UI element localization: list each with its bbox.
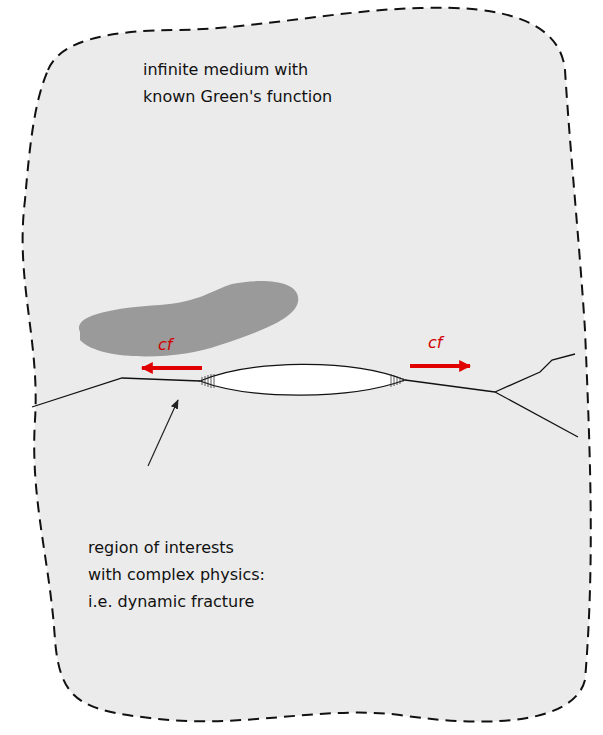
crack-branch-lower — [495, 392, 578, 437]
medium-boundary — [23, 8, 591, 722]
process-zone-hatch — [202, 374, 403, 388]
crack-speed-arrow — [142, 366, 202, 370]
crack-speed-label: cf — [428, 334, 442, 352]
leader-arrow — [148, 400, 178, 466]
crack-path-left — [32, 378, 200, 407]
medium-note: infinite medium with known Green's funct… — [143, 56, 343, 110]
crack-branch-upper — [495, 354, 575, 392]
crack-speed-arrow — [410, 364, 470, 368]
region-note: region of interests with complex physics… — [88, 534, 270, 615]
inclusion-blob — [79, 281, 298, 356]
crack-path-right — [405, 380, 495, 392]
crack-opening — [200, 364, 405, 395]
crack-speed-label: cf — [158, 336, 172, 354]
